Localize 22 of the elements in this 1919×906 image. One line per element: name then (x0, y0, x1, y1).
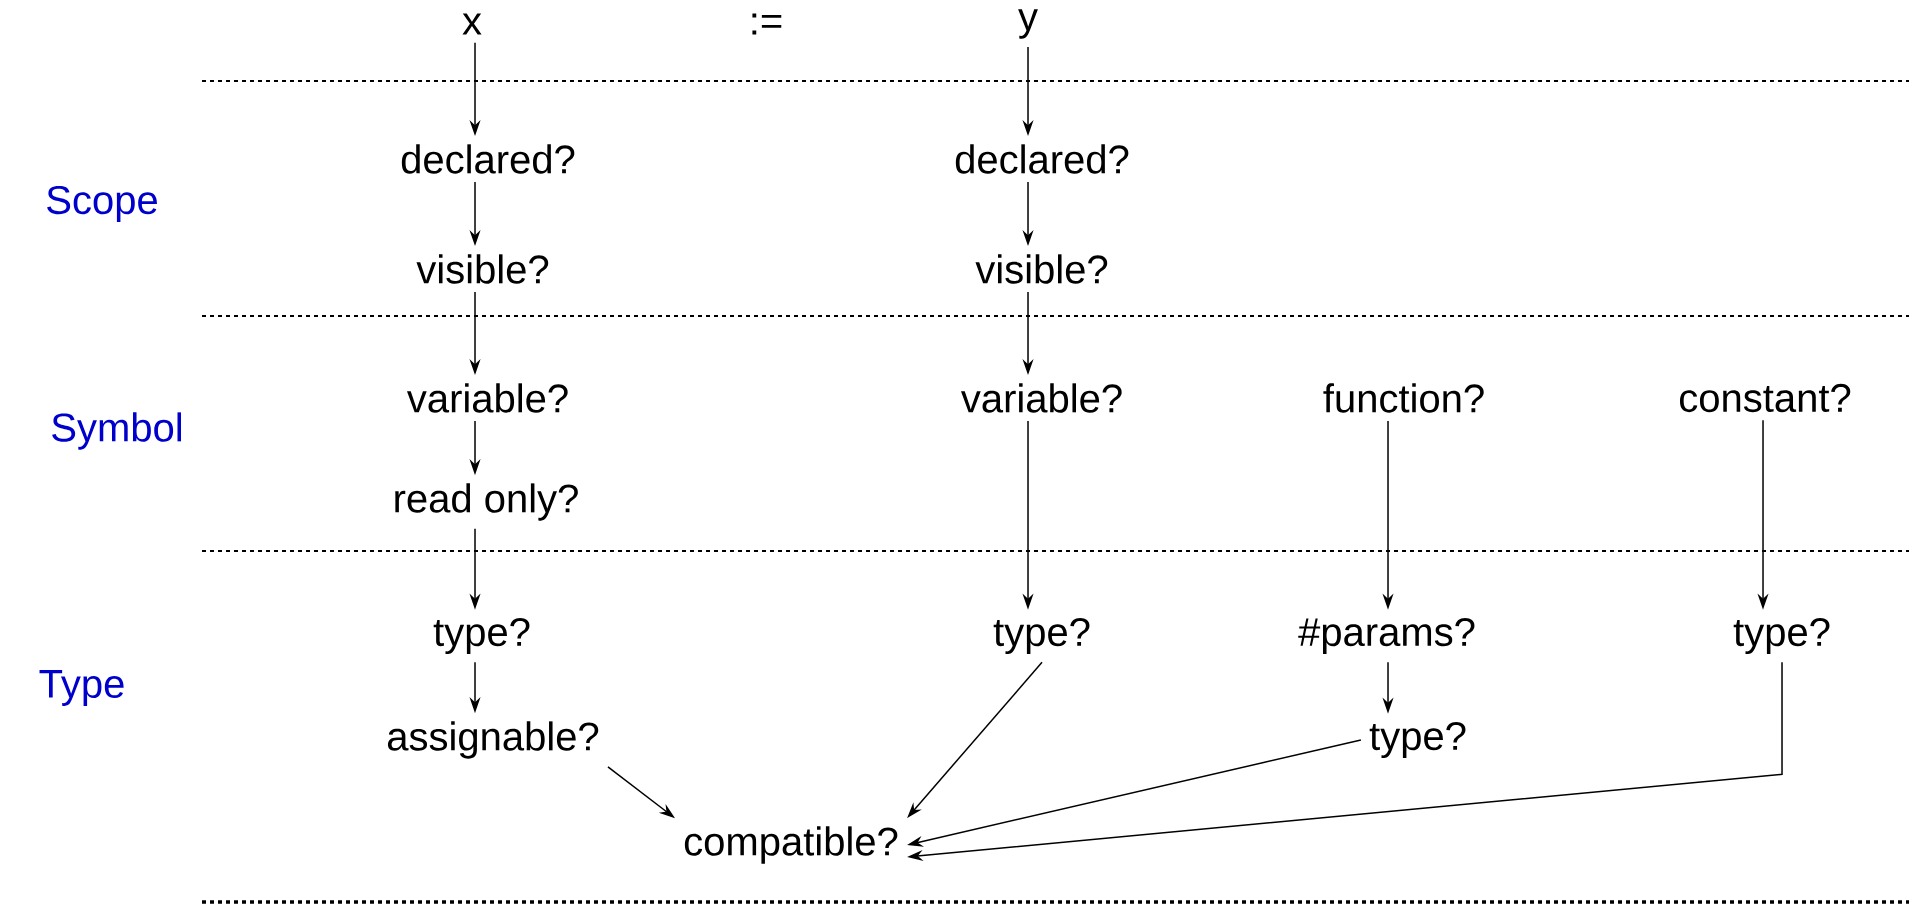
operator-label: := (752, 13, 782, 35)
section-label: Type (39, 670, 124, 706)
step-text: type? (993, 617, 1090, 655)
step-text: x (462, 13, 482, 35)
step-text: declared? (401, 144, 575, 174)
step-text: compatible? (684, 826, 898, 864)
step-text: function? (1323, 383, 1484, 413)
step-text: type? (1369, 721, 1466, 759)
step-text: type? (1733, 617, 1830, 655)
step-text: constant? (1680, 383, 1851, 413)
section-label: Scope (47, 185, 157, 223)
section-label: Symbol (52, 412, 181, 450)
step-text: visible? (416, 254, 549, 284)
step-text: read only? (395, 483, 578, 521)
step-text: visible? (975, 254, 1108, 284)
step-text: declared? (955, 144, 1129, 174)
step-text: y (1018, 9, 1038, 39)
step-text: assignable? (387, 721, 599, 759)
step-text: #params? (1298, 617, 1475, 655)
step-text: variable? (407, 383, 568, 413)
step-text: variable? (961, 383, 1122, 413)
step-text: type? (433, 617, 530, 655)
